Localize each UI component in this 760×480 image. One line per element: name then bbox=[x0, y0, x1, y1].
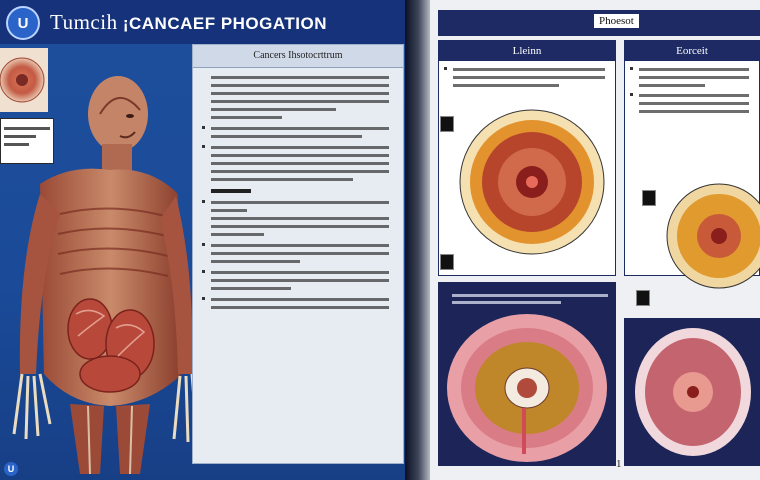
label-marker-b bbox=[440, 254, 454, 270]
text-block-bullet-1 bbox=[202, 126, 389, 138]
text-block-bullet-4 bbox=[202, 243, 389, 263]
histology-text-panel: Cancers Ihsotocrttrum bbox=[192, 44, 404, 464]
column-2-text-1 bbox=[630, 67, 749, 87]
logo-badge: U bbox=[6, 6, 40, 40]
title-part-2: CANCAEF PHOGATION bbox=[128, 14, 327, 33]
anatomy-figure-illustration bbox=[0, 48, 195, 474]
label-marker-c bbox=[642, 190, 656, 206]
tissue-cross-section-lilac bbox=[635, 328, 751, 456]
tissue-cross-section-pink bbox=[447, 314, 607, 462]
text-block-bullet-5 bbox=[202, 270, 389, 290]
figure-callout-box bbox=[0, 118, 54, 164]
text-block-intro bbox=[211, 76, 389, 119]
bottom-figure-2 bbox=[624, 318, 760, 466]
left-page: U Tumcih ¡CANCAEF PHOGATION bbox=[0, 0, 415, 480]
label-marker-d bbox=[636, 290, 650, 306]
column-2-text-2 bbox=[630, 93, 749, 113]
page-header: U Tumcih ¡CANCAEF PHOGATION bbox=[0, 0, 415, 44]
right-page: Phoesot Lleinn Eorceit bbox=[430, 0, 760, 480]
column-2: Eorceit bbox=[624, 40, 760, 289]
right-page-title-bar: Phoesot bbox=[438, 10, 760, 36]
bottom-figure-1 bbox=[438, 282, 616, 466]
title-separator: ¡ bbox=[117, 14, 129, 33]
page-number: 1 bbox=[616, 458, 622, 470]
text-block-bullet-2 bbox=[202, 145, 389, 181]
text-block-bullet-6 bbox=[202, 297, 389, 309]
text-block-bullet-3 bbox=[202, 200, 389, 236]
text-subheading bbox=[211, 189, 389, 193]
tissue-cross-section-orange bbox=[459, 109, 605, 255]
column-2-heading: Eorceit bbox=[625, 41, 759, 61]
tissue-cross-section-small bbox=[666, 183, 760, 289]
column-1-text bbox=[444, 67, 605, 87]
column-1-heading: Lleinn bbox=[439, 41, 615, 61]
label-marker-a bbox=[440, 116, 454, 132]
right-page-tab: Phoesot bbox=[594, 14, 639, 28]
panel-heading: Cancers Ihsotocrttrum bbox=[193, 45, 403, 68]
page-title: Tumcih ¡CANCAEF PHOGATION bbox=[50, 10, 327, 35]
footer-logo-badge: U bbox=[4, 462, 18, 476]
column-1: Lleinn bbox=[438, 40, 616, 276]
title-part-1: Tumcih bbox=[50, 10, 118, 34]
